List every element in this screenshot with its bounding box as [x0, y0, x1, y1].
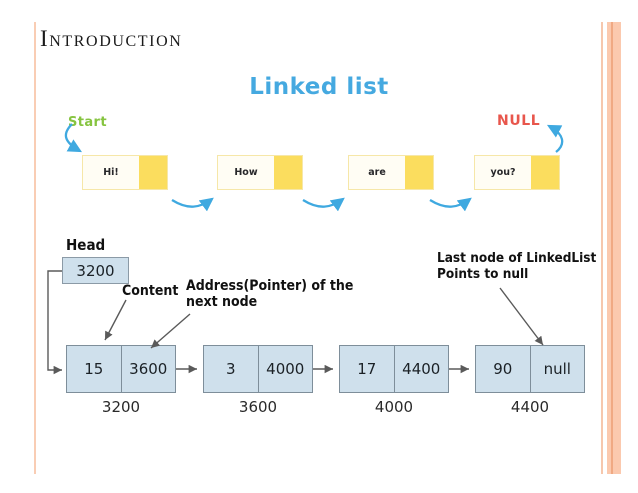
- top-node-data: are: [349, 156, 405, 189]
- list-node-4: 90 null: [475, 345, 585, 393]
- node-address-label: 4000: [374, 398, 414, 416]
- start-label: Start: [68, 115, 107, 130]
- null-arrow: [546, 124, 564, 153]
- address-leader-line: [150, 313, 191, 349]
- list-node-1: 15 3600: [66, 345, 176, 393]
- node-value-cell: 17: [357, 360, 377, 378]
- linked-list-heading: Linked list: [249, 74, 389, 100]
- last-node-leader-line: [499, 287, 544, 346]
- top-node-pointer-cell: [139, 156, 167, 189]
- node-pointer-cell: 3600: [120, 346, 176, 392]
- head-value-box: 3200: [62, 257, 129, 284]
- node-address-label: 3200: [101, 398, 141, 416]
- top-node-1: Hi!: [82, 155, 168, 190]
- top-node-data: How: [218, 156, 274, 189]
- annotation-content: Content: [122, 283, 179, 299]
- top-node-2: How: [217, 155, 303, 190]
- top-link-arrow-1: [171, 197, 214, 212]
- list-node-3: 17 4400: [339, 345, 449, 393]
- top-link-arrow-2: [302, 197, 345, 212]
- null-label: NULL: [497, 113, 541, 129]
- annotation-address: Address(Pointer) of the next node: [186, 278, 354, 311]
- decorative-right-thin-bar: [601, 22, 603, 474]
- top-node-pointer-cell: [405, 156, 433, 189]
- top-node-4: you?: [474, 155, 560, 190]
- decorative-left-bar: [34, 22, 36, 474]
- top-node-data: Hi!: [83, 156, 139, 189]
- node-address-label: 3600: [238, 398, 278, 416]
- node-value-cell: 3: [225, 360, 236, 378]
- top-node-3: are: [348, 155, 434, 190]
- content-leader-line: [104, 299, 127, 341]
- page-title: Introduction: [40, 26, 183, 51]
- node-value-cell: 15: [84, 360, 104, 378]
- decorative-right-wide-bar: [607, 22, 621, 474]
- annotation-last-node: Last node of LinkedList Points to null: [437, 250, 597, 282]
- decorative-right-accent-line: [611, 22, 613, 474]
- list-node-2: 3 4000: [203, 345, 313, 393]
- top-link-arrow-3: [429, 197, 472, 212]
- node-value-cell: 90: [493, 360, 513, 378]
- node-pointer-cell: 4400: [393, 346, 449, 392]
- node-address-label: 4400: [510, 398, 550, 416]
- top-node-pointer-cell: [274, 156, 302, 189]
- top-node-data: you?: [475, 156, 531, 189]
- head-pointer-arrow: [47, 270, 62, 375]
- head-label: Head: [66, 236, 106, 254]
- node-pointer-cell: null: [529, 346, 585, 392]
- top-node-pointer-cell: [531, 156, 559, 189]
- node-pointer-cell: 4000: [257, 346, 313, 392]
